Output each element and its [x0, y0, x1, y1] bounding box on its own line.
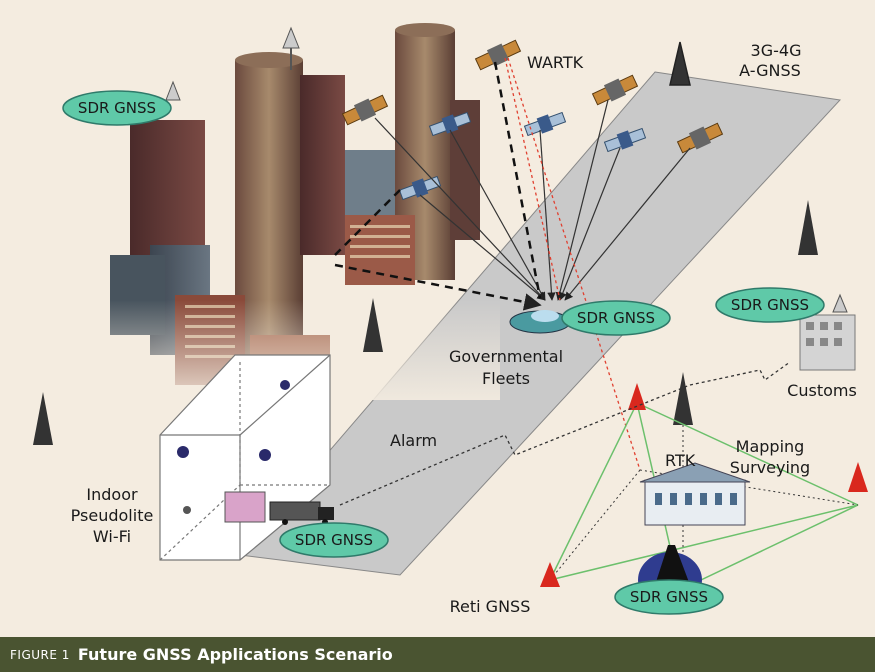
sdr-badge-indoor: SDR GNSS — [279, 522, 389, 558]
satellite-8 — [398, 175, 442, 201]
customs-building — [799, 293, 856, 371]
label-wartk: WARTK — [527, 53, 584, 72]
mapping-building — [639, 462, 751, 526]
label-alarm: Alarm — [390, 431, 437, 450]
label-customs: Customs — [787, 381, 857, 400]
figure-title: Future GNSS Applications Scenario — [77, 645, 393, 664]
satellite-4 — [676, 122, 724, 154]
cell-tower-top — [669, 41, 691, 86]
sdr-badge-city-text: SDR GNSS — [78, 99, 156, 117]
rooftop-antenna — [282, 26, 300, 70]
label-indoor-1: Indoor — [86, 485, 138, 504]
sdr-badge-surveyor-text: SDR GNSS — [630, 588, 708, 606]
signal-lines — [374, 99, 691, 301]
gnss-scenario-diagram: SDR GNSS SDR GNSS SDR GNSS SDR GNSS SDR … — [33, 23, 868, 616]
satellite-3 — [591, 74, 639, 106]
satellite-1 — [341, 94, 389, 126]
cell-tower-city — [363, 298, 383, 352]
cell-tower-right — [798, 200, 818, 255]
label-reti: Reti GNSS — [450, 597, 531, 616]
satellite-5 — [428, 111, 472, 137]
label-cellular-1: 3G-4G — [751, 41, 802, 60]
label-indoor-3: Wi-Fi — [93, 527, 131, 546]
city-antenna — [165, 80, 181, 101]
wartk-dashed-links — [334, 61, 542, 311]
satellite-7 — [603, 127, 647, 153]
label-fleet-2: Fleets — [482, 369, 530, 388]
sdr-badge-vehicle: SDR GNSS — [561, 300, 671, 336]
label-mapping-1: Mapping — [736, 437, 805, 456]
label-indoor-2: Pseudolite — [71, 506, 154, 525]
satellite-6 — [523, 111, 567, 137]
alarm-path — [339, 361, 791, 506]
sdr-badge-city: SDR GNSS — [62, 90, 172, 126]
label-rtk: RTK — [665, 451, 696, 470]
red-dotted-links — [504, 57, 641, 471]
label-mapping-2: Surveying — [730, 458, 810, 477]
caption-bar: FIGURE 1 Future GNSS Applications Scenar… — [0, 637, 875, 672]
red-cones — [540, 383, 868, 587]
cell-tower-rtk — [673, 372, 693, 425]
sdr-badge-indoor-text: SDR GNSS — [295, 531, 373, 549]
cell-tower-left — [33, 392, 53, 445]
label-cellular-2: A-GNSS — [739, 61, 801, 80]
pseudolite-antennas — [177, 380, 290, 514]
sdr-badge-vehicle-text: SDR GNSS — [577, 309, 655, 327]
sdr-badge-customs: SDR GNSS — [715, 287, 825, 323]
sdr-badge-customs-text: SDR GNSS — [731, 296, 809, 314]
label-fleet-1: Governmental — [449, 347, 563, 366]
indoor-user — [224, 491, 266, 523]
satellite-2 — [474, 39, 522, 71]
figure-number: FIGURE 1 — [10, 647, 70, 662]
sdr-badge-surveyor: SDR GNSS — [614, 579, 724, 615]
